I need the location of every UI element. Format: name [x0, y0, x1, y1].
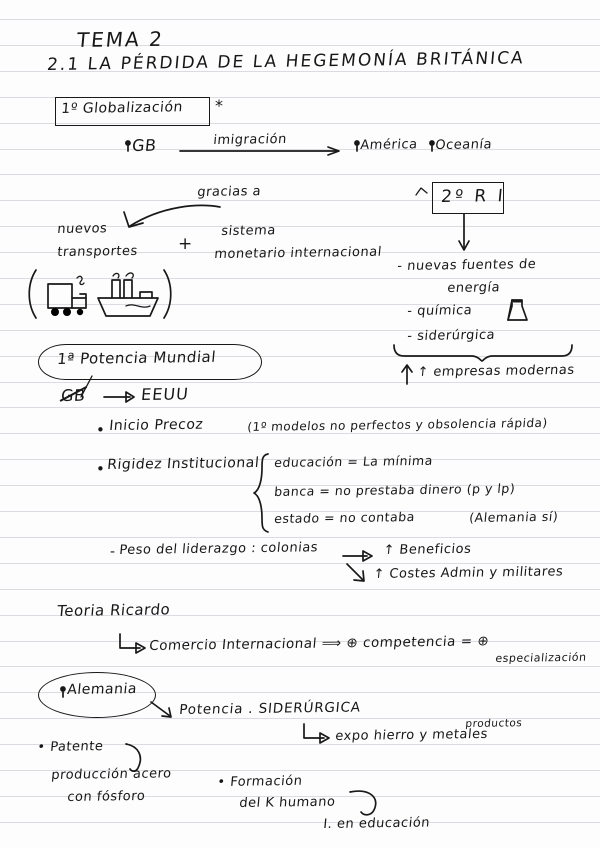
rigidez-brace — [253, 453, 269, 533]
plus-sign: + — [178, 234, 193, 254]
ri-item-chemistry: - química — [406, 303, 473, 319]
colonies-cost: ↑ Costes Admin y militares — [372, 564, 564, 582]
globalization-box — [55, 97, 210, 126]
second-industrial-revolution-box — [432, 182, 504, 214]
second-industrial-revolution-label: 2º R I — [440, 186, 507, 207]
ricardo-subscript: especialización — [494, 650, 588, 665]
germany-power-arrow — [150, 701, 172, 718]
rule-line — [0, 822, 600, 823]
world-power-label: 1ª Potencia Mundial — [56, 347, 217, 368]
rule-line — [0, 537, 600, 538]
modern-firms-label: ↑ empresas modernas — [416, 362, 576, 380]
map-pin-icon — [60, 686, 66, 698]
colonies-cost-arrow — [346, 563, 365, 582]
map-pin-icon — [354, 140, 360, 152]
cause-transport-line1: nuevos — [56, 221, 108, 237]
germany-export-superscript: productos — [464, 717, 523, 730]
world-power-box — [38, 344, 262, 380]
map-pin-icon — [125, 140, 131, 152]
rigidez-aside-germany: (Alemania sí) — [468, 508, 559, 525]
leader-change-arrow — [103, 391, 135, 403]
germany-power: Potencia . SIDERÚRGICA — [178, 699, 362, 718]
bullet-peso-liderazgo: Peso del liderazgo : colonias — [118, 540, 319, 558]
bullet-marker: - — [110, 544, 116, 560]
map-pin-icon — [429, 140, 435, 152]
rule-line — [0, 200, 600, 201]
ricardo-line: Comercio Internacional ⟹ ⊕ competencia =… — [148, 633, 490, 654]
ri-item-energy-1: - nuevas fuentes de — [396, 257, 537, 274]
rigidez-item-education: educación = La mínima — [273, 452, 434, 470]
germany-training-bullet: • Formación — [216, 773, 304, 790]
germany-training-result: I. en educación — [322, 815, 431, 832]
bullet-marker: • — [96, 421, 106, 439]
rule-line — [0, 19, 600, 20]
rigidez-item-state: estado = no contaba — [273, 509, 416, 526]
rule-line — [0, 330, 600, 331]
asterisk-icon: * — [215, 96, 224, 115]
training-connector — [349, 790, 377, 816]
germany-export-arrow — [303, 723, 330, 744]
bullet-inicio-precoz-note: (1º modelos no perfectos y obsolencia rá… — [246, 415, 549, 434]
ri-brace — [393, 344, 573, 362]
rule-line — [0, 563, 600, 564]
patent-connector — [125, 743, 142, 772]
ri-down-arrow — [458, 213, 470, 251]
germany-patent-line1: producción acero — [50, 766, 173, 783]
germany-patent-line2: con fósforo — [66, 788, 146, 805]
ri-item-steel: - siderúrgica — [406, 327, 496, 344]
chemistry-flask-icon — [507, 299, 528, 321]
germany-label: Alemania — [66, 681, 138, 698]
rule-line — [0, 589, 600, 590]
transport-drawing-group — [28, 269, 172, 319]
cause-monetary-line2: monetario internacional — [213, 244, 383, 262]
colonies-arrow — [342, 550, 373, 562]
page-title: 2.1 LA PÉRDIDA DE LA HEGEMONÍA BRITÁNICA — [46, 48, 526, 75]
page-topic: TEMA 2 — [75, 26, 165, 52]
destination-oceania: Oceanía — [434, 137, 493, 153]
rule-line — [0, 407, 600, 408]
globalization-label: 1º Globalización — [60, 99, 184, 117]
ri-item-energy-2: energía — [446, 280, 501, 296]
germany-patent-bullet: • Patente — [36, 739, 105, 755]
rule-line — [0, 174, 600, 175]
bullet-inicio-precoz: Inicio Precoz — [108, 416, 205, 434]
thanks-to-arrow — [123, 204, 221, 228]
steamship-drawing — [97, 272, 159, 317]
bullet-rigidez-institucional: Rigidez Institucional — [106, 454, 260, 473]
train-drawing — [47, 275, 87, 316]
cause-transport-line2: transportes — [56, 243, 139, 260]
ricardo-title: Teoria Ricardo — [56, 600, 172, 620]
germany-circle — [38, 672, 156, 718]
cause-monetary-line1: sistema — [220, 223, 277, 239]
bullet-marker: • — [96, 460, 106, 478]
ricardo-arrow — [119, 633, 146, 654]
ri-pointer-mark — [415, 187, 428, 196]
colonies-benefit: ↑ Beneficios — [382, 541, 472, 558]
destination-america: América — [359, 137, 419, 153]
modern-firms-arrow — [401, 364, 413, 385]
rigidez-item-banking: banca = no prestaba dinero (p y lp) — [273, 480, 516, 499]
germany-training-line1: del K humano — [238, 794, 337, 811]
globalization-origin: GB — [131, 135, 158, 155]
rule-line — [0, 666, 600, 667]
new-leader: EEUU — [140, 384, 190, 404]
migration-arrow — [179, 146, 340, 156]
